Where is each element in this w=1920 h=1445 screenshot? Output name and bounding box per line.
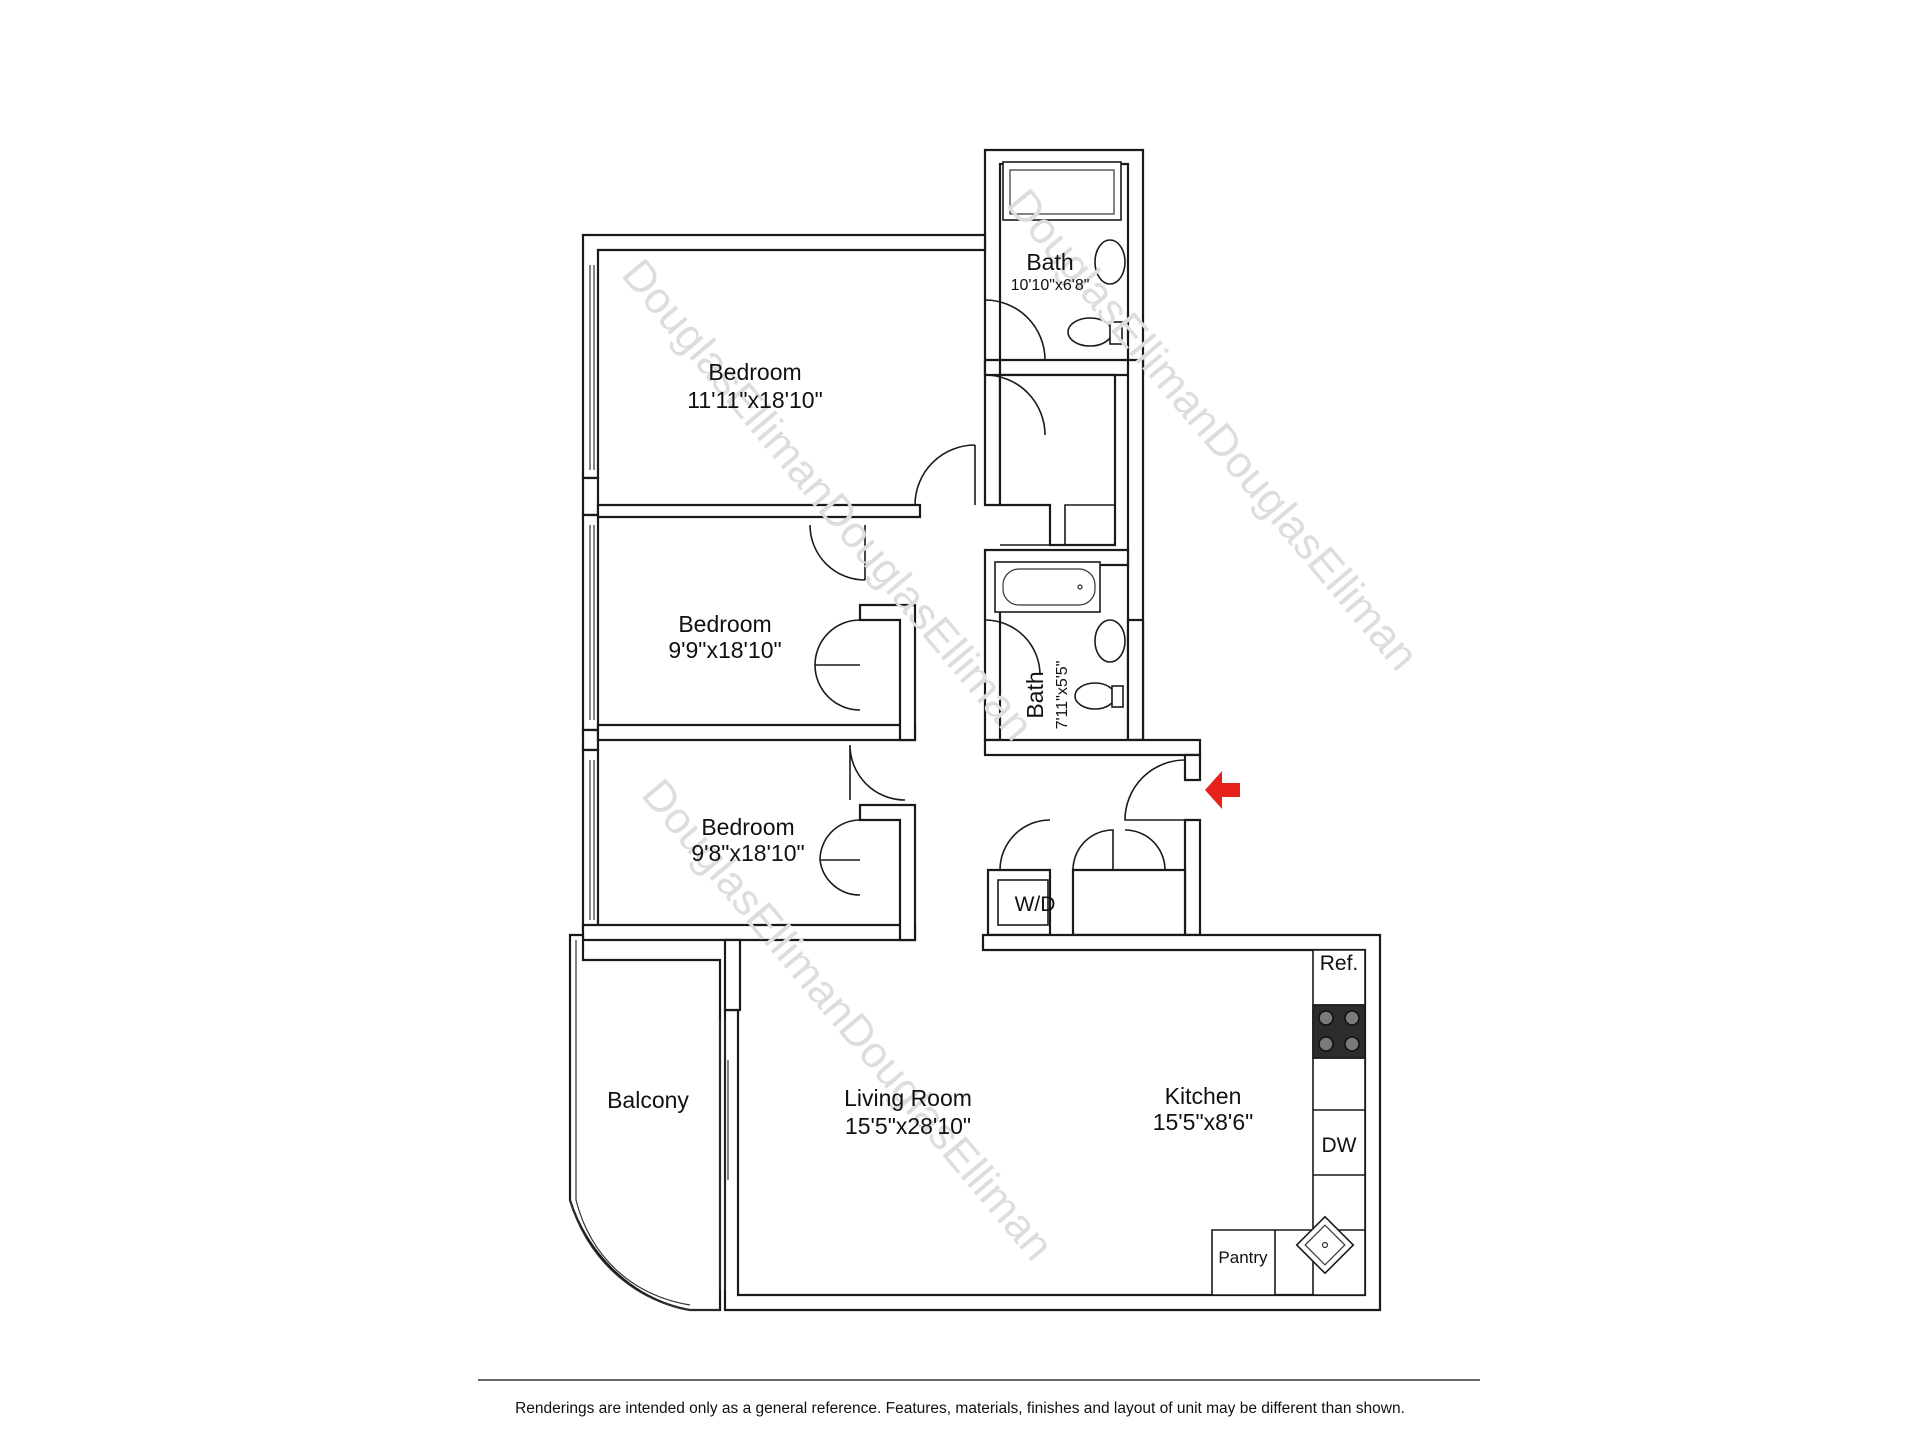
entry-arrow-icon bbox=[1205, 771, 1240, 809]
room-name-living-room: Living Room bbox=[844, 1085, 972, 1111]
washer-dryer-icon bbox=[997, 879, 1049, 926]
room-name-kitchen: Kitchen bbox=[1165, 1083, 1242, 1109]
room-name-bedroom3: Bedroom bbox=[701, 814, 794, 840]
room-name-bath2: Bath bbox=[1022, 671, 1048, 718]
room-name-washer-dryer: W/D bbox=[1015, 893, 1056, 916]
room-dims-bath1: 10'10"x6'8" bbox=[1011, 277, 1090, 294]
sink-icon bbox=[1094, 239, 1126, 285]
room-dims-kitchen: 15'5"x8'6" bbox=[1153, 1109, 1254, 1135]
kitchen-sink-icon bbox=[1295, 1215, 1355, 1275]
bathtub-icon bbox=[1002, 161, 1122, 221]
sink-icon bbox=[1094, 619, 1126, 663]
label-dishwasher: DW bbox=[1322, 1134, 1357, 1157]
room-labels: Bath 10'10"x6'8" Bedroom 11'11"x18'10" B… bbox=[607, 249, 1358, 1267]
doors bbox=[809, 299, 1186, 896]
room-name-bath1: Bath bbox=[1026, 249, 1073, 275]
label-refrigerator: Ref. bbox=[1320, 952, 1359, 975]
room-dims-living-room: 15'5"x28'10" bbox=[845, 1113, 971, 1139]
label-pantry: Pantry bbox=[1218, 1248, 1268, 1267]
fixtures bbox=[994, 161, 1366, 1275]
room-dims-bedroom1: 11'11"x18'10" bbox=[687, 387, 823, 413]
room-name-bedroom2: Bedroom bbox=[678, 611, 771, 637]
room-name-bedroom1: Bedroom bbox=[708, 359, 801, 385]
room-dims-bedroom3: 9'8"x18'10" bbox=[691, 840, 804, 866]
room-dims-bedroom2: 9'9"x18'10" bbox=[668, 637, 781, 663]
room-dims-bath2: 7'11"x5'5" bbox=[1054, 661, 1071, 730]
room-name-balcony: Balcony bbox=[607, 1087, 689, 1113]
disclaimer-text: Renderings are intended only as a genera… bbox=[515, 1400, 1405, 1417]
watermark: DouglasEllimanDouglasElliman bbox=[612, 250, 1043, 750]
toilet-icon bbox=[1074, 682, 1116, 710]
